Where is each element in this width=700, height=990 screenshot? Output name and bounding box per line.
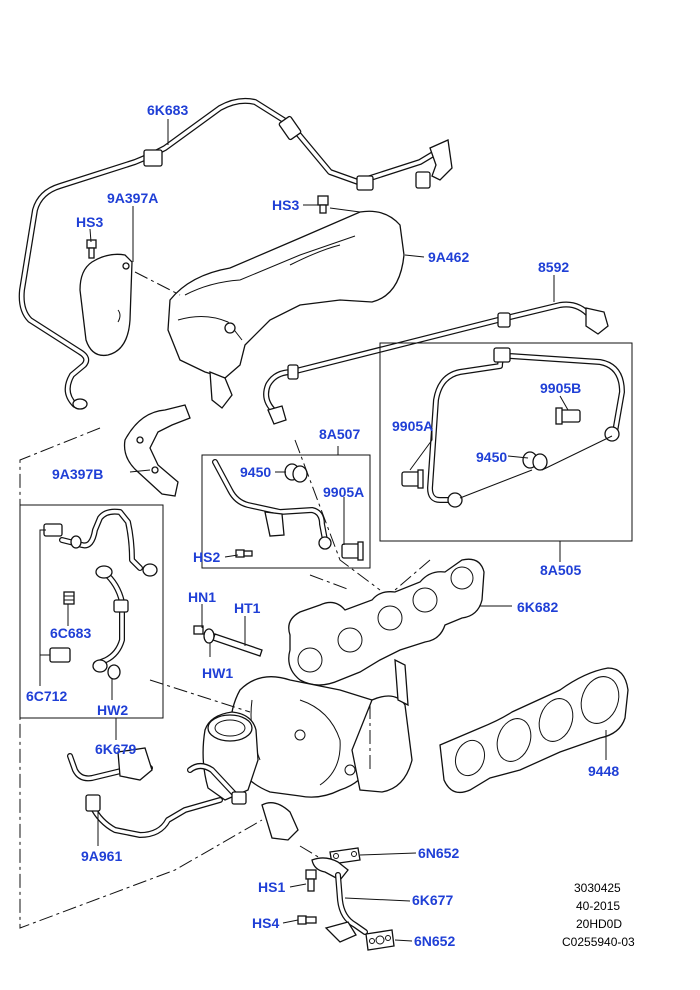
heat-shield-9A397A[interactable] (79, 253, 133, 357)
bolt-HS3-top[interactable] (317, 195, 329, 214)
hose-8592[interactable] (263, 301, 609, 425)
label-6N652-bottom[interactable]: 6N652 (414, 933, 456, 949)
washer-9450-right[interactable] (522, 451, 548, 471)
label-9905A-mid[interactable]: 9905A (323, 484, 365, 500)
label-9448[interactable]: 9448 (588, 763, 620, 779)
fitting-9905B[interactable] (555, 407, 581, 425)
label-6N652-top[interactable]: 6N652 (418, 845, 460, 861)
label-6K677[interactable]: 6K677 (412, 892, 454, 908)
washer-9450-mid[interactable] (284, 463, 308, 483)
label-8A507[interactable]: 8A507 (319, 426, 361, 442)
leader-lines (39, 119, 613, 942)
gasket-9448[interactable] (439, 667, 629, 794)
label-HS4[interactable]: HS4 (252, 915, 280, 931)
label-HS2[interactable]: HS2 (193, 549, 221, 565)
reference-line-2: 40-2015 (576, 899, 621, 913)
label-HS1[interactable]: HS1 (258, 879, 286, 895)
label-9450-mid[interactable]: 9450 (240, 464, 272, 480)
pipe-8A505[interactable] (427, 347, 625, 508)
label-HT1[interactable]: HT1 (234, 600, 261, 616)
label-HS3-top[interactable]: HS3 (272, 197, 300, 213)
label-8A505[interactable]: 8A505 (540, 562, 582, 578)
fitting-6C712[interactable] (43, 523, 82, 663)
label-6K679[interactable]: 6K679 (95, 741, 137, 757)
label-9A961[interactable]: 9A961 (81, 848, 123, 864)
reference-line-4: C0255940-03 (562, 935, 635, 949)
heat-shield-9A462[interactable] (167, 210, 405, 409)
box-8A507 (201, 454, 371, 569)
label-6C683[interactable]: 6C683 (50, 625, 92, 641)
label-6K683[interactable]: 6K683 (147, 102, 189, 118)
fitting-9905A-right[interactable] (401, 469, 424, 489)
label-9A462[interactable]: 9A462 (428, 249, 470, 265)
pipe-6K679[interactable] (59, 508, 158, 673)
reference-line-1: 3030425 (574, 881, 621, 895)
phantom-lines (19, 271, 431, 929)
label-6C712[interactable]: 6C712 (26, 688, 68, 704)
label-9905A-right[interactable]: 9905A (392, 418, 434, 434)
label-HW1[interactable]: HW1 (202, 665, 234, 681)
label-HW2[interactable]: HW2 (97, 702, 129, 718)
box-8A505 (379, 342, 633, 542)
label-9450-right[interactable]: 9450 (476, 449, 508, 465)
pipe-6K677[interactable] (311, 857, 368, 943)
label-9A397B[interactable]: 9A397B (52, 466, 104, 482)
reference-line-3: 20HD0D (576, 917, 623, 931)
bolt-HS2[interactable] (235, 549, 253, 558)
fitting-9905A-mid[interactable] (341, 541, 364, 561)
spring-6C683[interactable] (63, 591, 75, 605)
stud-HT1[interactable] (212, 633, 263, 657)
label-8592[interactable]: 8592 (538, 259, 570, 275)
bolt-HS3-left[interactable] (86, 239, 97, 259)
washer-HW1[interactable] (203, 628, 215, 644)
bolt-HS4[interactable] (297, 915, 317, 925)
pipe-8A507[interactable] (212, 459, 332, 550)
label-HS3-left[interactable]: HS3 (76, 214, 104, 230)
bracket-9A397B[interactable] (123, 404, 191, 497)
hose-9A961[interactable] (67, 747, 247, 838)
nut-HN1[interactable] (193, 625, 204, 635)
label-6K682[interactable]: 6K682 (517, 599, 559, 615)
pipe-6K683[interactable] (18, 97, 453, 410)
gasket-6N652-bottom[interactable] (365, 929, 395, 951)
label-HN1[interactable]: HN1 (188, 589, 217, 605)
label-9905B[interactable]: 9905B (540, 380, 582, 396)
bolt-HS1[interactable] (305, 869, 317, 892)
washer-HW2[interactable] (107, 664, 121, 680)
label-9A397A[interactable]: 9A397A (107, 190, 159, 206)
